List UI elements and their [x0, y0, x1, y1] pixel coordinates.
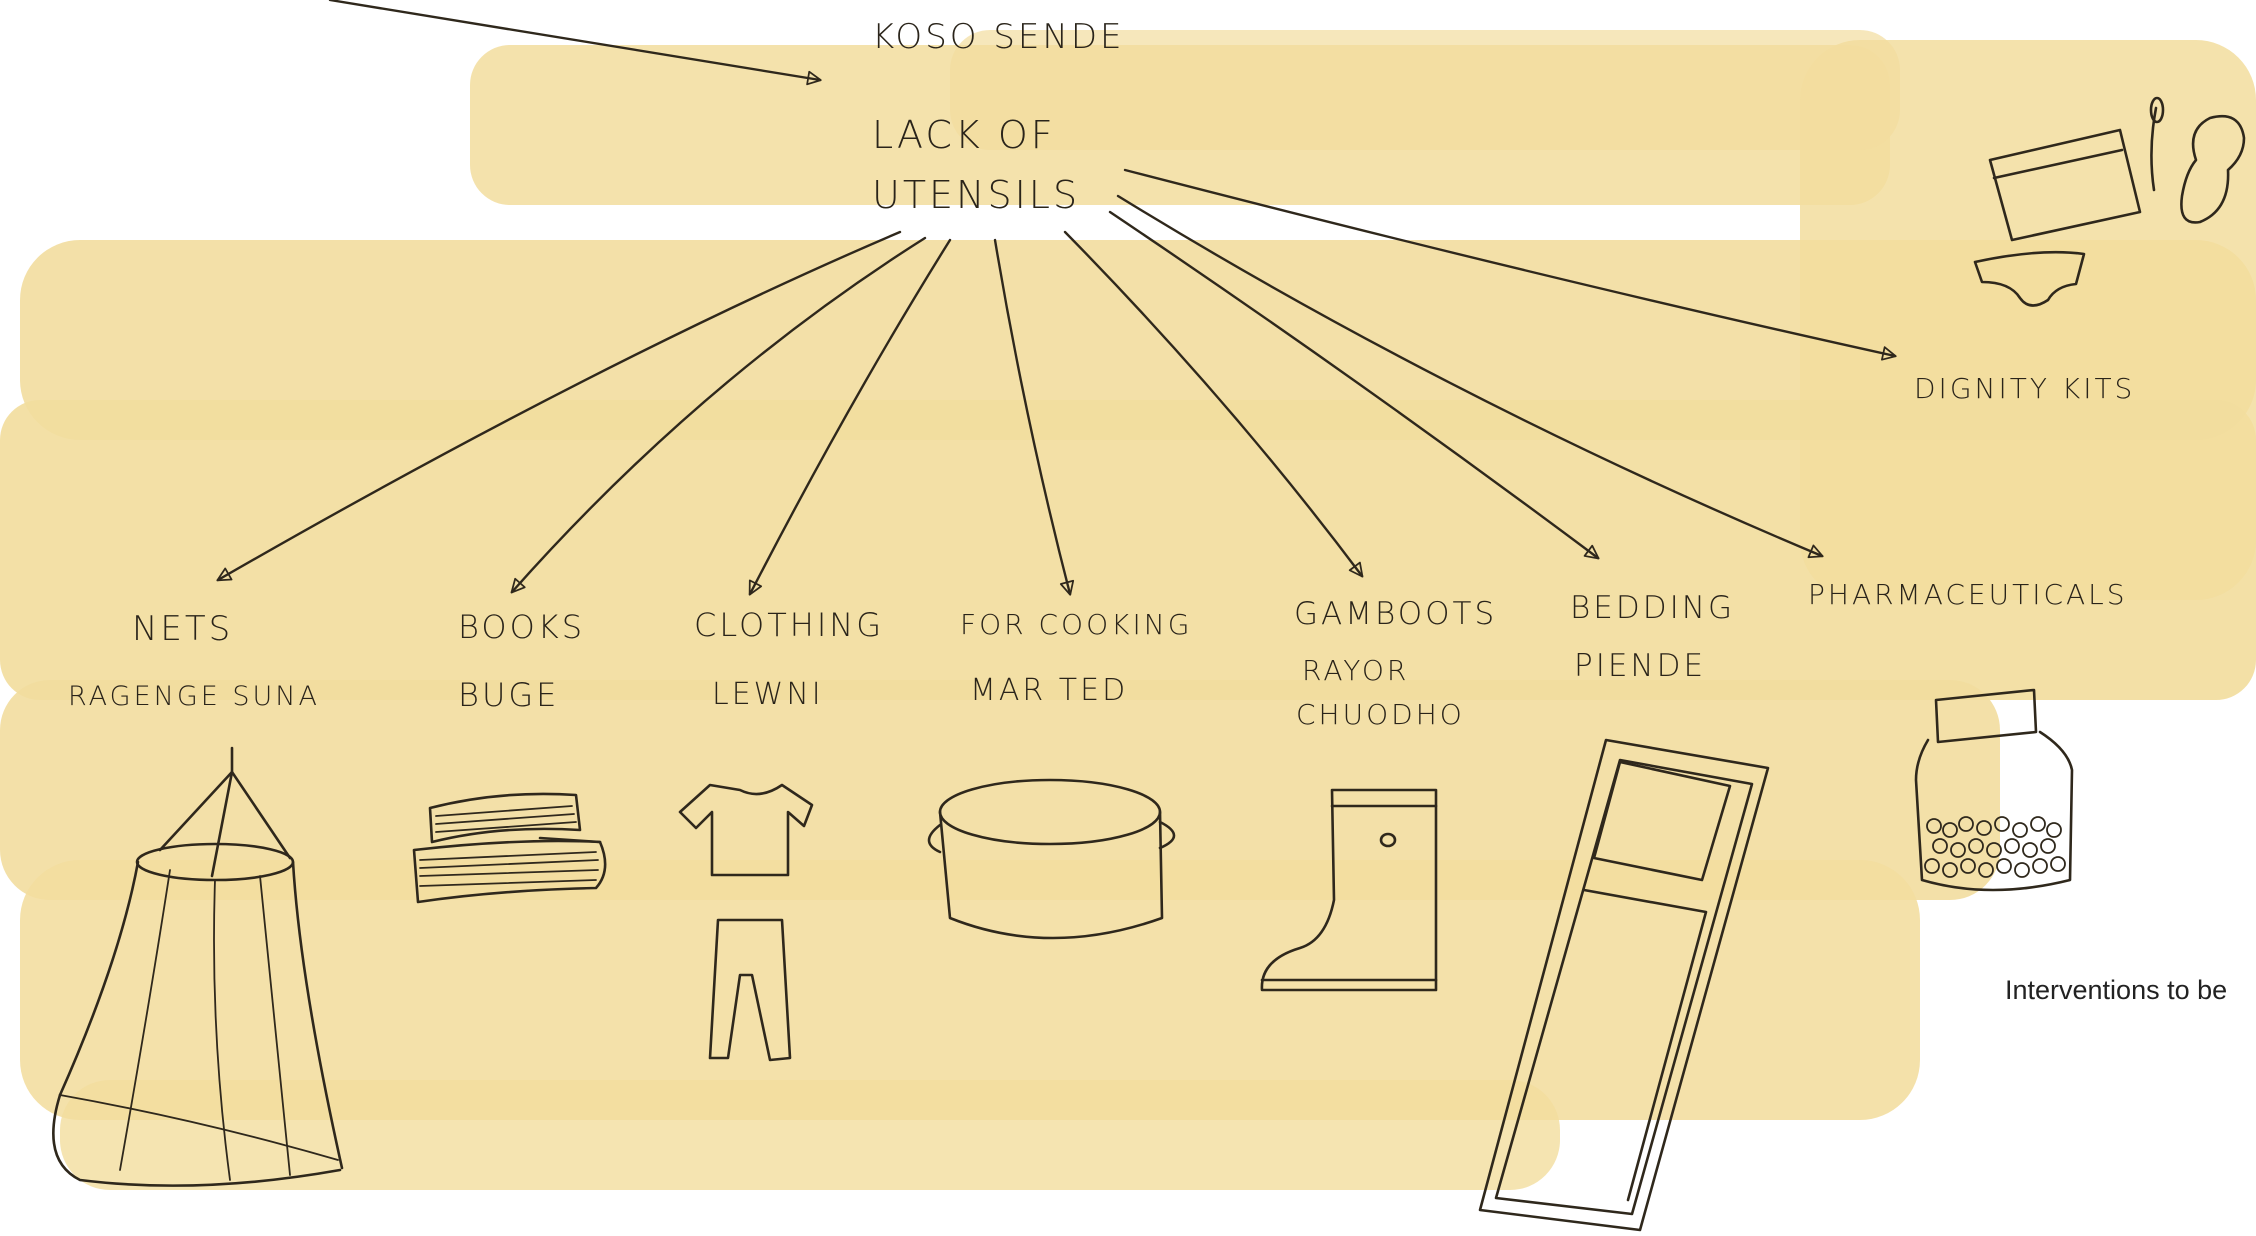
label-books-translation: BUGE [458, 676, 559, 714]
root-title-line2: UTENSILS [872, 173, 1080, 217]
label-clothing: CLOTHING [694, 606, 884, 644]
root-subtitle: KOSO SENDE [872, 17, 1125, 57]
label-gamboots: GAMBOOTS [1294, 596, 1497, 632]
translation-line2: CHUODHO [1296, 698, 1465, 731]
root-title-line1: LACK OF [872, 113, 1056, 157]
translation-line1: RAYOR [1302, 654, 1409, 687]
label-bedding-translation: PIENDE [1574, 648, 1706, 684]
label-bedding: BEDDING [1570, 590, 1735, 626]
label-nets-translation: RAGENGE SUNA [68, 681, 320, 712]
label-nets: NETS [132, 609, 233, 649]
label-books: BOOKS [458, 608, 585, 646]
label-cooking: FOR COOKING [960, 608, 1192, 641]
label-pharmaceuticals: PHARMACEUTICALS [1808, 578, 2128, 611]
label-cooking-translation: MAR TED [970, 673, 1128, 708]
label-dignity-kits: DIGNITY KITS [1914, 372, 2135, 405]
caption: Interventions to be [2005, 975, 2227, 1006]
label-clothing-translation: LEWNI [712, 677, 824, 712]
